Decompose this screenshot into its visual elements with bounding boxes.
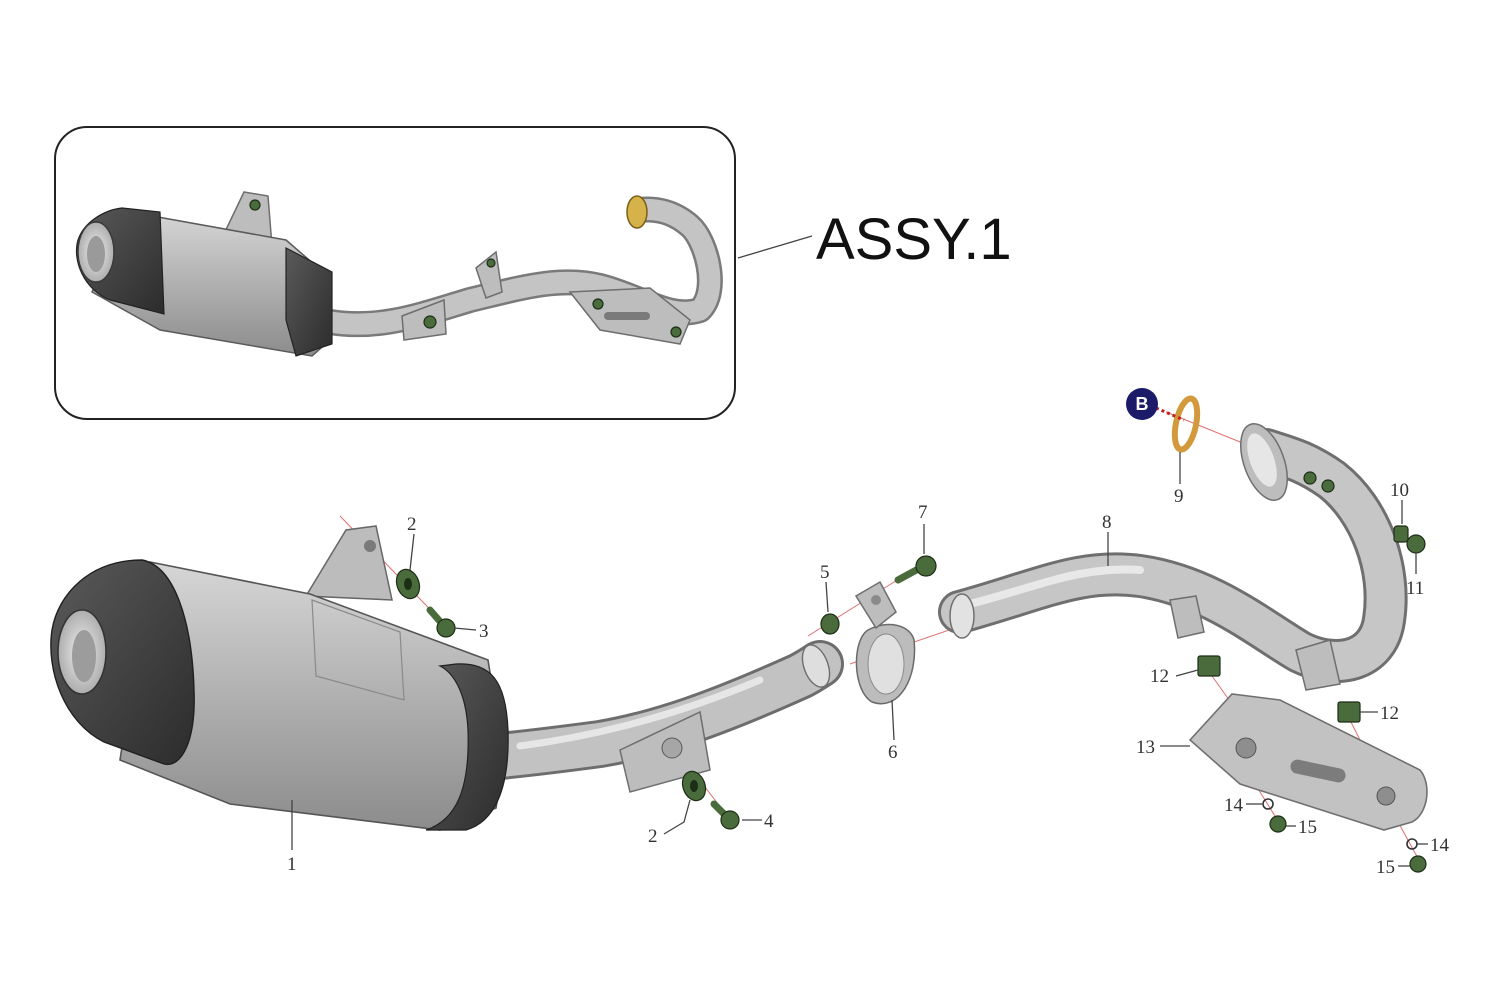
callout-2-lower: 2 xyxy=(648,826,658,847)
part-11-cap-nut xyxy=(1406,534,1426,554)
reference-marker-label: B xyxy=(1136,394,1149,414)
callout-15-left: 15 xyxy=(1298,817,1317,838)
callout-14-left: 14 xyxy=(1224,795,1244,816)
callout-10: 10 xyxy=(1390,480,1409,501)
part-2-washer-upper-hole xyxy=(404,578,412,590)
part-4-bolt xyxy=(710,800,740,830)
part-8-header-pipe xyxy=(938,423,1408,691)
part-15-bolt-b xyxy=(1409,855,1427,873)
part-3-bolt xyxy=(426,606,456,638)
part-7-bolt xyxy=(894,555,937,584)
callout-11: 11 xyxy=(1406,578,1424,599)
callout-3: 3 xyxy=(479,621,489,642)
part-14-washer-a xyxy=(1262,798,1274,810)
part-12-clip-b xyxy=(1337,701,1361,723)
callout-7: 7 xyxy=(918,502,928,523)
part-2-washer-lower-hole xyxy=(690,780,698,792)
inset-exhaust-pipe xyxy=(317,195,723,345)
part-1-muffler xyxy=(50,525,844,831)
part-5-washer xyxy=(820,613,840,635)
callout-12-right: 12 xyxy=(1380,703,1399,724)
callout-2-upper: 2 xyxy=(407,514,417,535)
inset-muffler xyxy=(75,191,333,357)
callout-5: 5 xyxy=(820,562,830,583)
part-10-nut xyxy=(1393,525,1409,543)
assembly-inset: ASSY.1 xyxy=(54,126,1012,420)
callout-numbers: 1 2 3 2 4 5 6 7 8 9 10 11 12 12 13 14 15… xyxy=(287,480,1450,878)
callout-12-left: 12 xyxy=(1150,666,1169,687)
assembly-inset-frame xyxy=(54,126,736,420)
exploded-view: B xyxy=(50,388,1450,878)
callout-14-right: 14 xyxy=(1430,835,1450,856)
callout-6: 6 xyxy=(888,742,898,763)
part-15-bolt-a xyxy=(1269,815,1287,833)
part-9-gasket xyxy=(1171,395,1201,453)
part-6-clamp xyxy=(854,580,916,705)
leader-lines xyxy=(291,452,1428,867)
callout-4: 4 xyxy=(764,811,774,832)
callout-15-right: 15 xyxy=(1376,857,1395,878)
part-12-clip-a xyxy=(1197,655,1221,677)
callout-9: 9 xyxy=(1174,486,1184,507)
callout-8: 8 xyxy=(1102,512,1112,533)
assembly-leader-line xyxy=(737,235,813,259)
reference-dotted-line xyxy=(1155,406,1185,422)
reference-marker xyxy=(1126,388,1158,420)
part-13-heat-shield xyxy=(1188,693,1428,831)
callout-1: 1 xyxy=(287,854,297,875)
assembly-label: ASSY.1 xyxy=(816,207,1012,272)
callout-13: 13 xyxy=(1136,737,1155,758)
